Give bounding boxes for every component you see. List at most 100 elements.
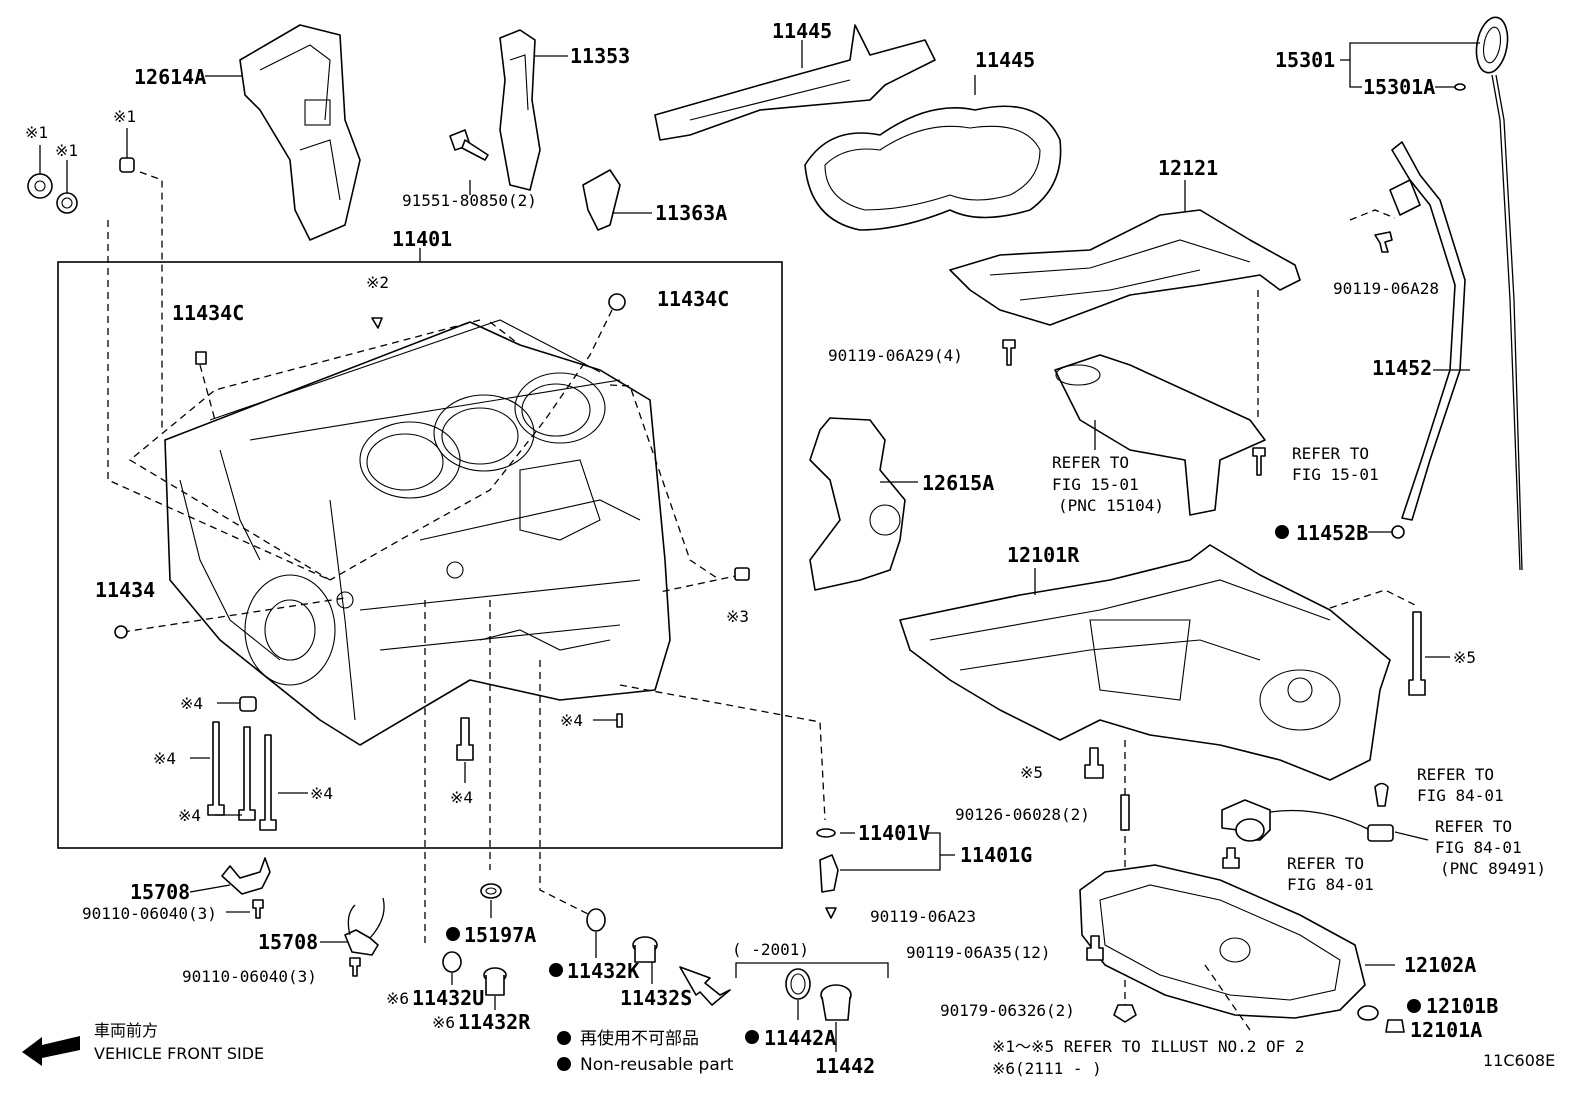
label-15301: 15301 — [1275, 48, 1335, 72]
footnote-2: ※6(2111 - ) — [992, 1059, 1102, 1078]
mark4-label: ※4 — [178, 806, 201, 825]
oil-level-sensor-illustration — [1221, 782, 1394, 842]
label-11442: 11442 — [815, 1054, 875, 1078]
ring-11442A-inner — [790, 973, 806, 995]
vehicle-front-jp: 車両前方 — [94, 1021, 158, 1040]
label-11452: 11452 — [1372, 356, 1432, 380]
label-12121: 12121 — [1158, 156, 1218, 180]
ring-15197A — [480, 883, 502, 899]
guide-line — [1329, 589, 1416, 609]
bolt-90110-upper — [252, 899, 264, 919]
part-11401G — [819, 854, 839, 893]
label-12614A: 12614A — [134, 65, 206, 89]
ring-11442A — [785, 968, 811, 1000]
part-15708-upper-illustration — [221, 857, 271, 895]
non-reusable-dot-icon — [1407, 999, 1421, 1013]
plug-11434C-left — [195, 351, 207, 365]
label-90119-06A28: 90119-06A28 — [1333, 279, 1439, 298]
label-11353: 11353 — [570, 44, 630, 68]
plug-11432S-illustration — [632, 936, 658, 963]
guide-line — [122, 597, 346, 633]
label-12101B: 12101B — [1426, 994, 1498, 1018]
date-range-note: ( -2001) — [732, 940, 809, 959]
label-11401: 11401 — [392, 227, 452, 251]
refer-fig-15-01-line1: REFER TO — [1052, 453, 1129, 472]
ring-11432K — [586, 908, 606, 932]
bolt-90119-06A29 — [1002, 339, 1016, 366]
label-90119-06A35: 90119-06A35(12) — [906, 943, 1051, 962]
label-12615A: 12615A — [922, 471, 994, 495]
plug-11442-illustration — [820, 984, 852, 1021]
guide-line — [128, 319, 481, 581]
bolt-90110-lower — [349, 957, 361, 977]
non-reusable-dot-icon — [549, 963, 563, 977]
leader-11401G — [840, 832, 941, 871]
mark2-label: ※2 — [366, 273, 389, 292]
bolt-sensor — [1222, 847, 1240, 869]
refer-fig-84-01a-line2: FIG 84-01 — [1417, 786, 1504, 805]
label-15708-lower: 15708 — [258, 930, 318, 954]
label-11434C-right: 11434C — [657, 287, 729, 311]
refer-fig-84-01c-line1: REFER TO — [1287, 854, 1364, 873]
refer-fig-84-01c-line2: FIG 84-01 — [1287, 875, 1374, 894]
mark5-label: ※5 — [1453, 648, 1476, 667]
bolt-90119-06A23 — [825, 907, 837, 919]
label-11363A: 11363A — [655, 201, 727, 225]
leader-15708 — [189, 884, 231, 893]
part-15708-lower-illustration — [344, 897, 385, 956]
part-12615A-illustration — [809, 417, 906, 591]
non-reusable-dot-icon — [446, 927, 460, 941]
nut-90179 — [1113, 1004, 1137, 1023]
legend-en: Non-reusable part — [580, 1055, 734, 1075]
ring-15197A-inner — [485, 887, 497, 895]
mark1-label: ※1 — [55, 141, 78, 160]
refer-fig-84-01b-line3: (PNC 89491) — [1440, 859, 1546, 878]
bolt-mark5-short — [1084, 747, 1104, 779]
vehicle-front-en: VEHICLE FRONT SIDE — [94, 1044, 264, 1063]
label-11445-gasket: 11445 — [975, 48, 1035, 72]
label-11432R: 11432R — [458, 1010, 531, 1034]
plug-12101A — [1385, 1019, 1405, 1033]
vehicle-front-arrow-icon — [22, 1036, 80, 1066]
plug-11434 — [114, 625, 128, 639]
guide-line — [489, 321, 521, 346]
label-90119-06A29: 90119-06A29(4) — [828, 346, 963, 365]
label-91551: 91551-80850(2) — [402, 191, 537, 210]
mark6-label: ※6 — [386, 989, 409, 1008]
guide-line — [539, 660, 591, 916]
part-12121-illustration — [949, 209, 1301, 326]
o-ring-11401V — [816, 828, 836, 838]
mark3-label: ※3 — [726, 607, 749, 626]
part-11363A-illustration — [582, 169, 621, 231]
label-15197A: 15197A — [464, 923, 536, 947]
plug-11434C-right — [608, 293, 626, 311]
o-ring-11452B — [1391, 525, 1405, 539]
part-12102A-illustration — [1079, 864, 1366, 1019]
pin-mark3 — [734, 567, 750, 581]
label-11401G: 11401G — [960, 843, 1032, 867]
mark5-label: ※5 — [1020, 763, 1043, 782]
guide-line — [329, 309, 613, 581]
guide-line — [609, 384, 721, 581]
label-12102A: 12102A — [1404, 953, 1476, 977]
arrow-icon — [679, 966, 731, 1006]
refer-fig-15-01b-line2: FIG 15-01 — [1292, 465, 1379, 484]
non-reusable-dot-icon — [1275, 525, 1289, 539]
mark6-label: ※6 — [432, 1013, 455, 1032]
label-90119-06A23: 90119-06A23 — [870, 907, 976, 926]
label-15301A: 15301A — [1363, 75, 1435, 99]
washer-mark1 — [27, 157, 135, 214]
label-11432U: 11432U — [412, 986, 484, 1010]
guide-line — [659, 574, 741, 593]
o-ring-15301A — [1454, 83, 1466, 91]
bolts-mark4-illustration — [207, 696, 623, 831]
label-11434: 11434 — [95, 578, 155, 602]
guide-line — [107, 220, 331, 581]
bolt-strainer — [1252, 447, 1266, 476]
mark4-label: ※4 — [310, 784, 333, 803]
plug-11432R-illustration — [483, 967, 507, 996]
mark4-label: ※4 — [180, 694, 203, 713]
bolt-91551-illustration — [449, 129, 489, 161]
label-90110-lower: 90110-06040(3) — [182, 967, 317, 986]
part-12101R-illustration — [899, 544, 1391, 781]
